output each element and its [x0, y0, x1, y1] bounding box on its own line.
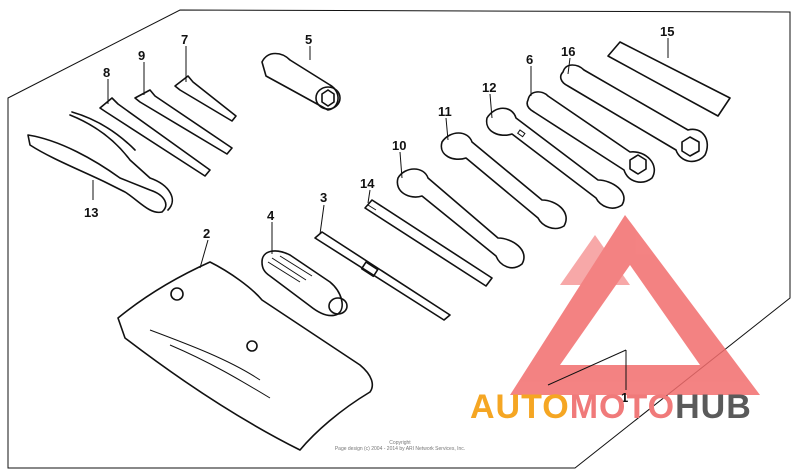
wrench-12-icon — [485, 107, 625, 209]
callout-10: 10 — [392, 138, 406, 153]
pliers-icon — [27, 111, 174, 214]
callout-11: 11 — [438, 104, 452, 119]
callout-4: 4 — [267, 208, 275, 223]
callout-7: 7 — [181, 32, 188, 47]
watermark-auto: AUTO — [470, 388, 570, 426]
screwdriver-handle-icon — [261, 250, 348, 317]
callout-5: 5 — [305, 32, 312, 47]
tool-bag-icon — [117, 261, 374, 451]
wrench-11-icon — [440, 132, 567, 230]
ring-spanner-icon — [526, 91, 655, 183]
callout-12: 12 — [482, 80, 496, 95]
watermark-logo-icon — [510, 215, 760, 395]
callout-14: 14 — [360, 176, 375, 191]
copyright-line-1: Copyright — [389, 440, 411, 446]
callout-6: 6 — [526, 52, 533, 67]
callout-3: 3 — [320, 190, 327, 205]
handle-bar-icon — [607, 41, 731, 117]
box-spanner-icon — [261, 52, 341, 111]
watermark-moto: MOTO — [569, 388, 676, 426]
callout-8: 8 — [103, 65, 110, 80]
leader-lines — [92, 38, 669, 390]
screwdriver-14-icon — [364, 199, 493, 287]
callout-15: 15 — [660, 24, 674, 39]
hex-key-8-icon — [99, 97, 211, 177]
hex-key-7-icon — [174, 75, 237, 122]
callout-13: 13 — [84, 205, 98, 220]
callout-1: 1 — [621, 390, 628, 405]
wrench-10-icon — [396, 168, 525, 269]
hex-key-9-icon — [134, 89, 233, 155]
copyright-line-2: Page design (c) 2004 - 2014 by ARI Netwo… — [334, 446, 466, 452]
screwdriver-3-icon — [314, 231, 451, 321]
watermark-hub: HUB — [675, 388, 752, 426]
watermark-text: AUTOMOTOHUB — [470, 388, 752, 427]
copyright-notice: Copyright Page design (c) 2004 - 2014 by… — [300, 440, 500, 452]
callout-9: 9 — [138, 48, 145, 63]
diagram-frame — [7, 9, 791, 469]
callout-2: 2 — [203, 226, 210, 241]
callout-16: 16 — [561, 44, 575, 59]
spanner-16-icon — [559, 64, 709, 163]
